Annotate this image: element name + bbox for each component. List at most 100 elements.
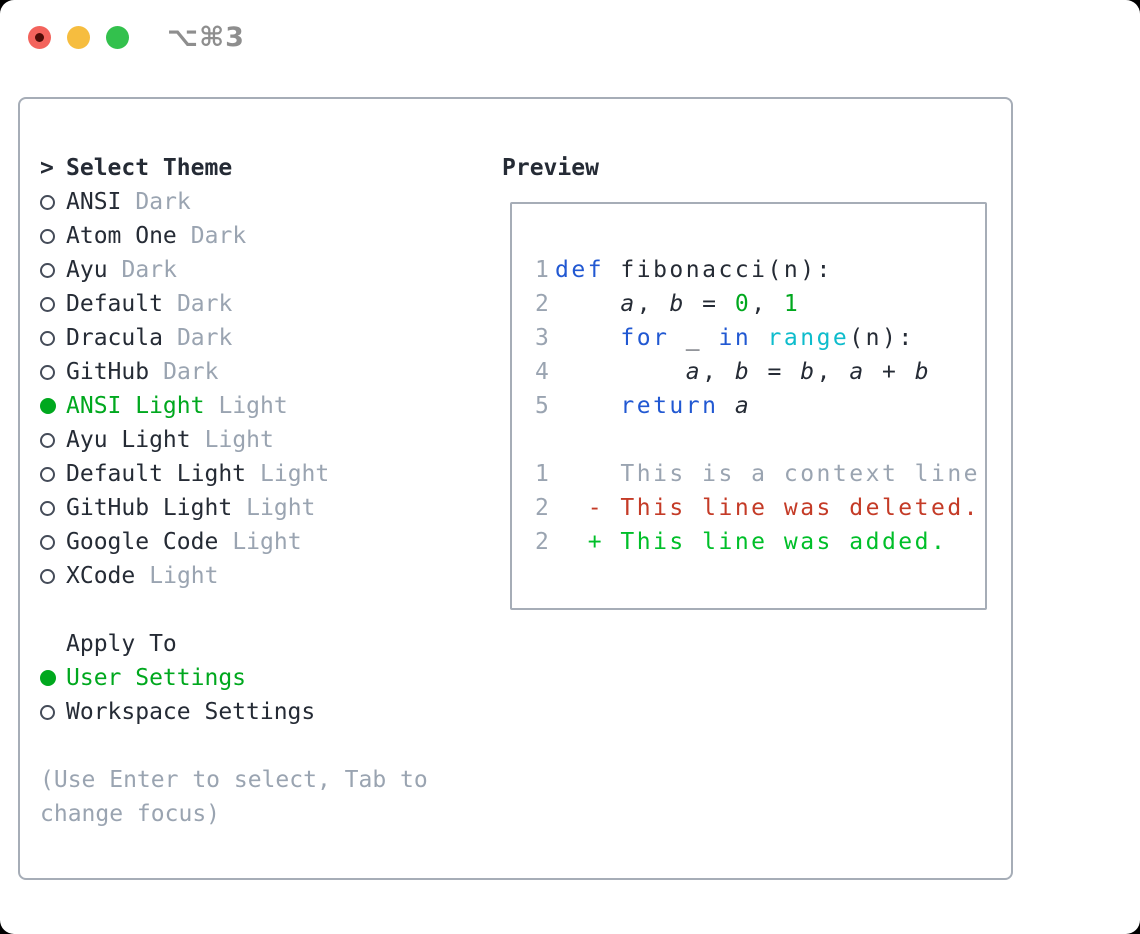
radio-unselected-icon [40, 296, 55, 312]
apply-radio-icon [40, 670, 66, 686]
line-number: 2 [535, 495, 552, 521]
code-text: def fibonacci(n): [555, 253, 833, 287]
code-token: + [865, 359, 915, 385]
apply-option-label: User Settings [66, 665, 247, 691]
zoom-button-icon[interactable] [106, 26, 129, 49]
radio-selected-icon [40, 670, 56, 686]
code-token: for [620, 325, 670, 351]
theme-option[interactable]: Google Code Light [40, 525, 470, 559]
apply-option[interactable]: Workspace Settings [40, 695, 470, 729]
theme-option[interactable]: ANSI Light Light [40, 389, 470, 423]
code-text: - This line was deleted. [555, 491, 980, 525]
code-text: + This line was added. [555, 525, 947, 559]
theme-name: Dracula [66, 325, 163, 351]
code-line: 2 a, b = 0, 1 [535, 287, 985, 321]
code-token: _ [669, 325, 719, 351]
code-token: , [636, 291, 670, 317]
theme-radio-icon [40, 228, 66, 244]
code-token: This is a context line. [555, 461, 987, 487]
code-token: return [620, 393, 719, 419]
theme-name: ANSI Light [66, 393, 205, 419]
radio-unselected-icon [40, 364, 55, 380]
apply-to-title: Apply To [66, 631, 177, 657]
apply-option[interactable]: User Settings [40, 661, 470, 695]
diff-lines: 1 This is a context line. 2 - This line w… [535, 457, 985, 559]
theme-variant: Light [218, 393, 288, 419]
line-number: 4 [535, 359, 552, 385]
theme-radio-icon [40, 466, 66, 482]
theme-variant: Dark [176, 325, 233, 351]
code-token [718, 393, 734, 419]
theme-radio-icon [40, 364, 66, 380]
code-token: fibonacci(n): [604, 257, 833, 283]
theme-name: Ayu Light [66, 427, 191, 453]
theme-variant: Light [232, 529, 302, 555]
theme-name: Google Code [66, 529, 219, 555]
code-token: , [751, 291, 784, 317]
code-token: = [685, 291, 735, 317]
theme-label: ANSI Light Light [66, 389, 288, 423]
keyboard-hint-text: (Use Enter to select, Tab to change focu… [40, 767, 428, 827]
theme-radio-icon [40, 296, 66, 312]
theme-name: GitHub [66, 359, 150, 385]
theme-option[interactable]: Dracula Dark [40, 321, 470, 355]
theme-name: GitHub Light [66, 495, 233, 521]
code-token: b [669, 291, 686, 317]
code-token: = [751, 359, 801, 385]
code-token: , [816, 359, 850, 385]
close-button-icon[interactable] [28, 26, 51, 49]
radio-unselected-icon [40, 262, 55, 278]
diff-line: 2 + This line was added. [535, 525, 985, 559]
code-token: in [718, 325, 752, 351]
window-controls [28, 26, 129, 49]
code-token [555, 359, 686, 385]
diff-line: 1 This is a context line. [535, 457, 985, 491]
line-number: 2 [535, 291, 552, 317]
radio-unselected-icon [40, 534, 55, 550]
theme-radio-icon [40, 432, 66, 448]
minimize-button-icon[interactable] [67, 26, 90, 49]
theme-radio-icon [40, 398, 66, 414]
code-token [751, 325, 767, 351]
theme-name: Atom One [66, 223, 177, 249]
select-theme-title: Select Theme [66, 155, 233, 181]
code-token: def [555, 257, 605, 283]
code-text: for _ in range(n): [555, 321, 915, 355]
theme-radio-icon [40, 500, 66, 516]
code-line: 5 return a [535, 389, 985, 423]
theme-variant: Light [149, 563, 219, 589]
code-token: 0 [734, 291, 752, 317]
apply-to-header: Apply To [40, 627, 470, 661]
theme-radio-icon [40, 568, 66, 584]
theme-name: Ayu [66, 257, 108, 283]
apply-option-label: Workspace Settings [66, 699, 316, 725]
line-number: 2 [535, 529, 552, 555]
line-number: 5 [535, 393, 552, 419]
code-token: a [685, 359, 703, 385]
radio-unselected-icon [40, 466, 55, 482]
code-text: return a [555, 389, 751, 423]
theme-name: ANSI [66, 189, 122, 215]
code-token [555, 393, 620, 419]
radio-unselected-icon [40, 194, 55, 210]
